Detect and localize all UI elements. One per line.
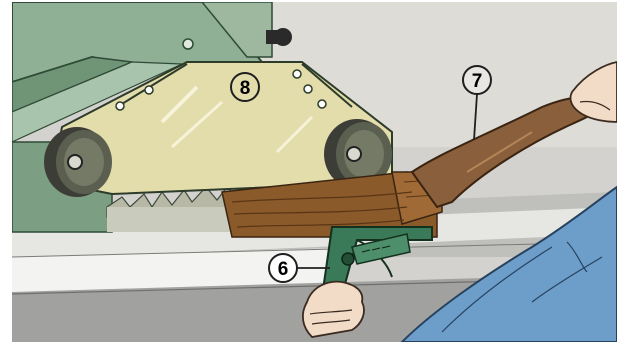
callout-6-label: 6 bbox=[278, 259, 289, 280]
callout-8: 8 bbox=[231, 73, 259, 101]
callout-7-label: 7 bbox=[472, 71, 483, 92]
illustration-frame: 8 7 6 bbox=[12, 2, 617, 342]
guard-roller-left bbox=[44, 127, 112, 197]
callout-8-label: 8 bbox=[240, 78, 251, 99]
saw-illustration: 8 7 6 bbox=[12, 2, 617, 342]
